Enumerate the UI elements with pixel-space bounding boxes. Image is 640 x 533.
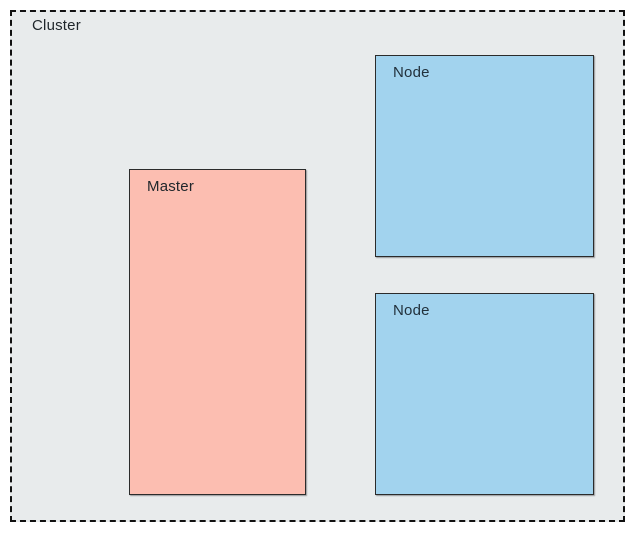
node-box: Node bbox=[375, 293, 594, 495]
master-label: Master bbox=[147, 178, 195, 195]
node-label: Node bbox=[393, 302, 430, 319]
master-box: Master bbox=[129, 169, 306, 495]
cluster-box: Cluster Master Node Node bbox=[10, 10, 625, 522]
node-label: Node bbox=[393, 64, 430, 81]
cluster-label: Cluster bbox=[32, 17, 81, 34]
node-box: Node bbox=[375, 55, 594, 257]
